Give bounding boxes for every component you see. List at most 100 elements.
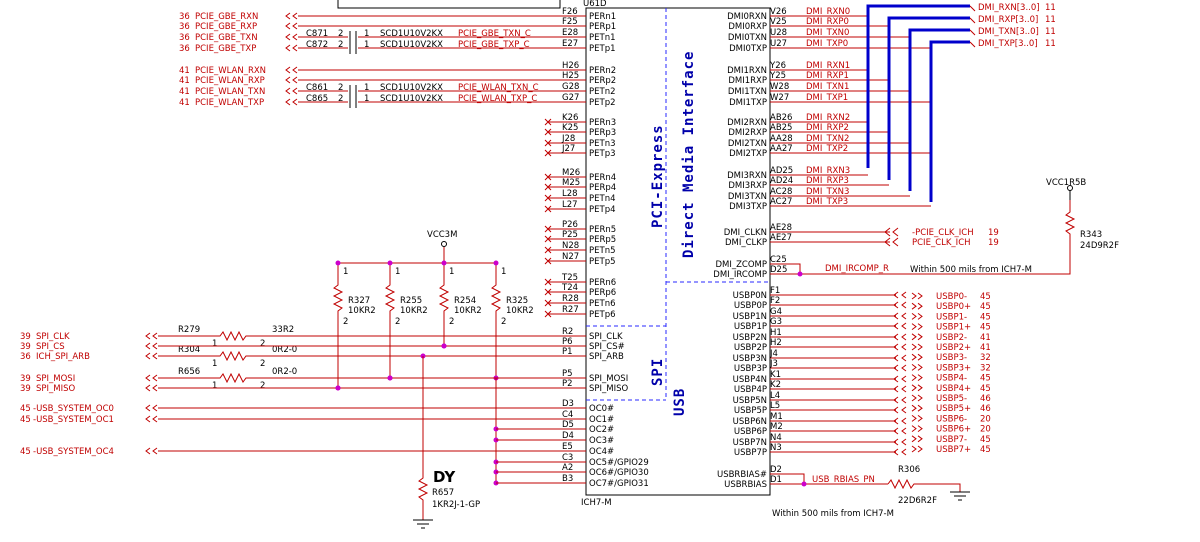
right-pin-number: V25 bbox=[770, 17, 787, 27]
section-pcie-label: PCI-Express bbox=[650, 124, 666, 228]
pullup-junction bbox=[441, 260, 447, 266]
clk-net-n: -PCIE_CLK_ICH bbox=[912, 228, 974, 238]
right-pin-name: USBP1P bbox=[734, 322, 767, 332]
right-pin-name: USBP3N bbox=[733, 354, 767, 364]
pcie-net-label: PCIE_GBE_TXP bbox=[195, 44, 256, 54]
oc-offpage-arrow bbox=[145, 415, 158, 423]
usb-net-label: USBP7- bbox=[936, 435, 967, 445]
series-res-pin2: 2 bbox=[260, 381, 265, 391]
left-pin-number: F26 bbox=[562, 7, 578, 17]
pcie-net-label: PCIE_GBE_RXP bbox=[195, 22, 257, 32]
cap-ref: C865 bbox=[306, 94, 328, 104]
right-pin-number: U28 bbox=[770, 28, 787, 38]
series-res-pin1: 1 bbox=[212, 339, 217, 349]
left-pin-name: PERp6 bbox=[589, 288, 616, 298]
right-pin-name: USBP4P bbox=[734, 385, 767, 395]
usb-offpage-label-arrow bbox=[911, 343, 923, 351]
left-pin-name: OC1# bbox=[589, 415, 614, 425]
right-pin-name: DMI3TXP bbox=[729, 202, 767, 212]
pullup-pin2: 2 bbox=[501, 317, 506, 327]
vcc3m-rail bbox=[338, 247, 496, 264]
clk-wires bbox=[770, 231, 890, 243]
right-pin-number: L4 bbox=[770, 391, 780, 401]
r306-body bbox=[887, 478, 961, 492]
usb-offpage-arrow bbox=[893, 354, 907, 362]
usb-offpage-arrow bbox=[893, 364, 907, 372]
section-spi-label: SPI bbox=[650, 358, 666, 386]
spi-junction bbox=[335, 385, 341, 391]
pcie-offpage-arrow bbox=[285, 44, 298, 52]
left-pin-number: D4 bbox=[562, 431, 574, 441]
left-pin-number: E28 bbox=[562, 28, 578, 38]
left-pin-number: P1 bbox=[562, 347, 573, 357]
note-dmi-comp: Within 500 mils from ICH7-M bbox=[910, 265, 1032, 275]
pcie-offpage-arrow bbox=[285, 66, 298, 74]
pullup-resistor bbox=[438, 263, 450, 346]
no-connect-mark bbox=[544, 288, 552, 296]
pcie-net-label: PCIE_GBE_RXN bbox=[195, 12, 258, 22]
usb-net-label: USBP6- bbox=[936, 414, 967, 424]
usb-net-ref: 32 bbox=[980, 363, 991, 373]
spi-net-label: ICH_SPI_ARB bbox=[36, 352, 90, 362]
left-pin-name: SPI_MISO bbox=[589, 384, 629, 394]
right-pin-number: W27 bbox=[770, 93, 789, 103]
comp-wire bbox=[770, 254, 1071, 275]
spi-net-ref: 39 bbox=[20, 342, 31, 352]
clk-net-p: PCIE_CLK_ICH bbox=[912, 238, 971, 248]
usb-offpage-arrow bbox=[893, 406, 907, 414]
usb-offpage-label-arrow bbox=[911, 415, 923, 422]
left-pin-number: P25 bbox=[562, 230, 578, 240]
usb-net-ref: 45 bbox=[980, 435, 991, 445]
pcie-net-label: PCIE_WLAN_TXN bbox=[195, 87, 265, 97]
right-pin-number: AD25 bbox=[770, 166, 793, 176]
right-pin-name: USBRBIAS# bbox=[717, 470, 767, 480]
usb-net-ref: 46 bbox=[980, 394, 991, 404]
right-pin-number: D2 bbox=[770, 465, 782, 475]
usb-offpage-arrow bbox=[893, 427, 907, 435]
left-pin-name: PERn6 bbox=[589, 278, 616, 288]
no-connect-mark bbox=[544, 128, 552, 136]
pcie-offpage-arrow bbox=[285, 98, 298, 106]
usb-net-ref: 20 bbox=[980, 425, 991, 435]
r306-ref: R306 bbox=[898, 465, 920, 475]
left-pin-name: PERn4 bbox=[589, 173, 616, 183]
usb-net-ref: 45 bbox=[980, 445, 991, 455]
pcie-offpage-arrow bbox=[285, 76, 298, 84]
series-res-ref: R304 bbox=[178, 345, 200, 355]
cap-ref: C861 bbox=[306, 83, 328, 93]
series-res-value: 0R2-0 bbox=[272, 367, 297, 377]
series-res-pin2: 2 bbox=[260, 359, 265, 369]
right-pin-number: G4 bbox=[770, 307, 782, 317]
left-pin-name: PERp5 bbox=[589, 235, 616, 245]
series-res-value: 0R2-0 bbox=[272, 345, 297, 355]
no-connect-mark bbox=[544, 257, 552, 265]
usb-net-label: USBP3+ bbox=[936, 363, 971, 373]
oc-net-label: -USB_SYSTEM_OC1 bbox=[33, 415, 114, 425]
dmi-net-label: DMI_RXP1 bbox=[806, 71, 849, 81]
bus-arrows bbox=[969, 5, 976, 48]
usb-net-label: USBP0- bbox=[936, 292, 967, 302]
bus-ref-txp: 11 bbox=[1045, 39, 1056, 49]
usb-net-ref: 45 bbox=[980, 374, 991, 384]
right-pin-number: AC28 bbox=[770, 187, 792, 197]
series-resistor bbox=[158, 330, 548, 342]
chip-ref: U61D bbox=[583, 0, 607, 9]
oc-net-ref: 45 bbox=[20, 447, 31, 457]
bus-label-txp: DMI_TXP[3..0] bbox=[978, 39, 1038, 49]
right-pin-name: USBP1N bbox=[733, 312, 767, 322]
right-pin-number: AE27 bbox=[770, 233, 792, 243]
right-pin-name: DMI1TXN bbox=[728, 87, 767, 97]
spi-junction bbox=[387, 375, 393, 381]
left-pin-name: OC2# bbox=[589, 425, 614, 435]
left-pin-name: SPI_MOSI bbox=[589, 374, 628, 384]
series-resistor bbox=[158, 350, 548, 362]
series-resistor bbox=[158, 372, 548, 384]
r657-ref: R657 bbox=[432, 488, 454, 498]
pullup-pin1: 1 bbox=[343, 267, 348, 277]
usb-rbias: USB_RBIAS_PN R306 22D6R2F Within 500 mil… bbox=[770, 465, 970, 519]
left-pin-name: OC3# bbox=[589, 436, 614, 446]
right-pin-name: USBP7P bbox=[734, 448, 767, 458]
